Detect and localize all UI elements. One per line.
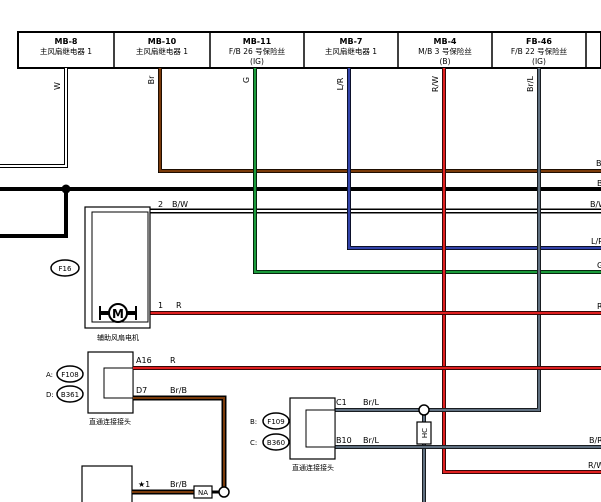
header-mb4-extra: (B) [440, 57, 451, 66]
hc-label: HC [421, 428, 429, 438]
header-mb11-name: MB-11 [243, 37, 272, 46]
jc2-ref-b-id: F109 [267, 418, 284, 426]
joint-connector-2 [289, 397, 336, 460]
wire-brb-d7 [133, 395, 227, 492]
header-mb7-name: MB-7 [340, 37, 363, 46]
jc1-ref-a-id: F108 [61, 371, 78, 379]
header-mb4-name: MB-4 [434, 37, 457, 46]
jc1-ref-a-letter: A: [46, 371, 53, 379]
wire-label-brl-b10: Br/L [363, 436, 379, 445]
jc1-ref-d-id: B361 [61, 391, 79, 399]
jc2-pin-b10: B10 [336, 436, 352, 445]
wire-label-r-motor: R [176, 301, 182, 310]
right-label-b1: B [596, 159, 601, 168]
connector-f16-label: F16 [59, 265, 72, 273]
jc2-pin-c1: C1 [336, 398, 347, 407]
jc2-ref-b-letter: B: [250, 418, 257, 426]
wire-label-brb-d7: Br/B [170, 386, 187, 395]
motor-symbol: M [112, 307, 124, 321]
wire-lr [347, 68, 601, 250]
right-label-lr: L/R [591, 237, 601, 246]
wire-w [0, 68, 68, 168]
jc1-pin-d7: D7 [136, 386, 147, 395]
motor-pin-2: 2 [158, 200, 163, 209]
bottom-star: ★1 [138, 480, 150, 489]
wire-label-w: W [53, 82, 62, 90]
wire-label-brl-c1: Br/L [363, 398, 379, 407]
jc1-ref-d: B361 [56, 385, 84, 403]
motor-label: 辅助风扇电机 [97, 333, 139, 342]
fan-motor: M [84, 206, 151, 329]
right-edge-labels: B B B/W L/R G R B/R R/W [588, 159, 601, 470]
jc1-pin-a16: A16 [136, 356, 152, 365]
wire-label-r-a16: R [170, 356, 176, 365]
wire-label-g: G [242, 77, 251, 83]
jc1-label: 直通连接接头 [89, 417, 131, 426]
connector-f16: F16 [50, 259, 80, 277]
right-label-rw: R/W [588, 461, 601, 470]
header-strip: MB-8 主风扇继电器 1 MB-10 主风扇继电器 1 MB-11 F/B 2… [17, 31, 601, 69]
jc1-ref-d-letter: D: [46, 391, 54, 399]
header-mb11-desc: F/B 26 号保险丝 [229, 46, 286, 56]
joint-connector-1 [87, 351, 134, 414]
jc2-ref-c-letter: C: [250, 439, 257, 447]
na-label: NA [198, 489, 208, 497]
header-mb10-name: MB-10 [148, 37, 177, 46]
header-fb46-desc: F/B 22 号保险丝 [511, 46, 568, 56]
right-label-b2: B [597, 179, 601, 188]
wire-g [253, 68, 601, 274]
wire-label-bw: B/W [172, 200, 188, 209]
jc2-ref-c-id: B360 [267, 439, 285, 447]
header-mb7-desc: 主风扇继电器 1 [325, 46, 377, 56]
wire-label-lr: L/R [336, 77, 345, 90]
header-fb46-name: FB-46 [526, 37, 552, 46]
jc1-ref-a: F108 [56, 365, 84, 383]
wire-br [158, 68, 601, 173]
wire-label-br: Br [147, 75, 156, 84]
bottom-component [81, 465, 230, 502]
right-label-bw: B/W [590, 200, 601, 209]
hc-connector: HC [416, 421, 432, 445]
jc2-ref-c: B360 [262, 433, 290, 451]
jc2-ref-b: F109 [262, 412, 290, 430]
right-label-g: G [597, 261, 601, 270]
right-label-r: R [597, 302, 601, 311]
wire-label-brb-bottom: Br/B [170, 480, 187, 489]
header-fb46-extra: (IG) [532, 57, 546, 66]
header-mb8-desc: 主风扇继电器 1 [40, 46, 92, 56]
header-mb4-desc: M/B 3 号保险丝 [418, 46, 472, 56]
header-mb10-desc: 主风扇继电器 1 [136, 46, 188, 56]
header-mb8-name: MB-8 [55, 37, 78, 46]
wire-rw [442, 68, 601, 474]
wire-label-rw: R/W [431, 76, 440, 92]
wire-label-brl: Br/L [526, 75, 535, 91]
jc2-label: 直通连接接头 [292, 463, 334, 472]
bus-black [0, 184, 601, 238]
right-label-br: B/R [589, 436, 601, 445]
motor-pin-1: 1 [158, 301, 163, 310]
header-mb11-extra: (IG) [250, 57, 264, 66]
